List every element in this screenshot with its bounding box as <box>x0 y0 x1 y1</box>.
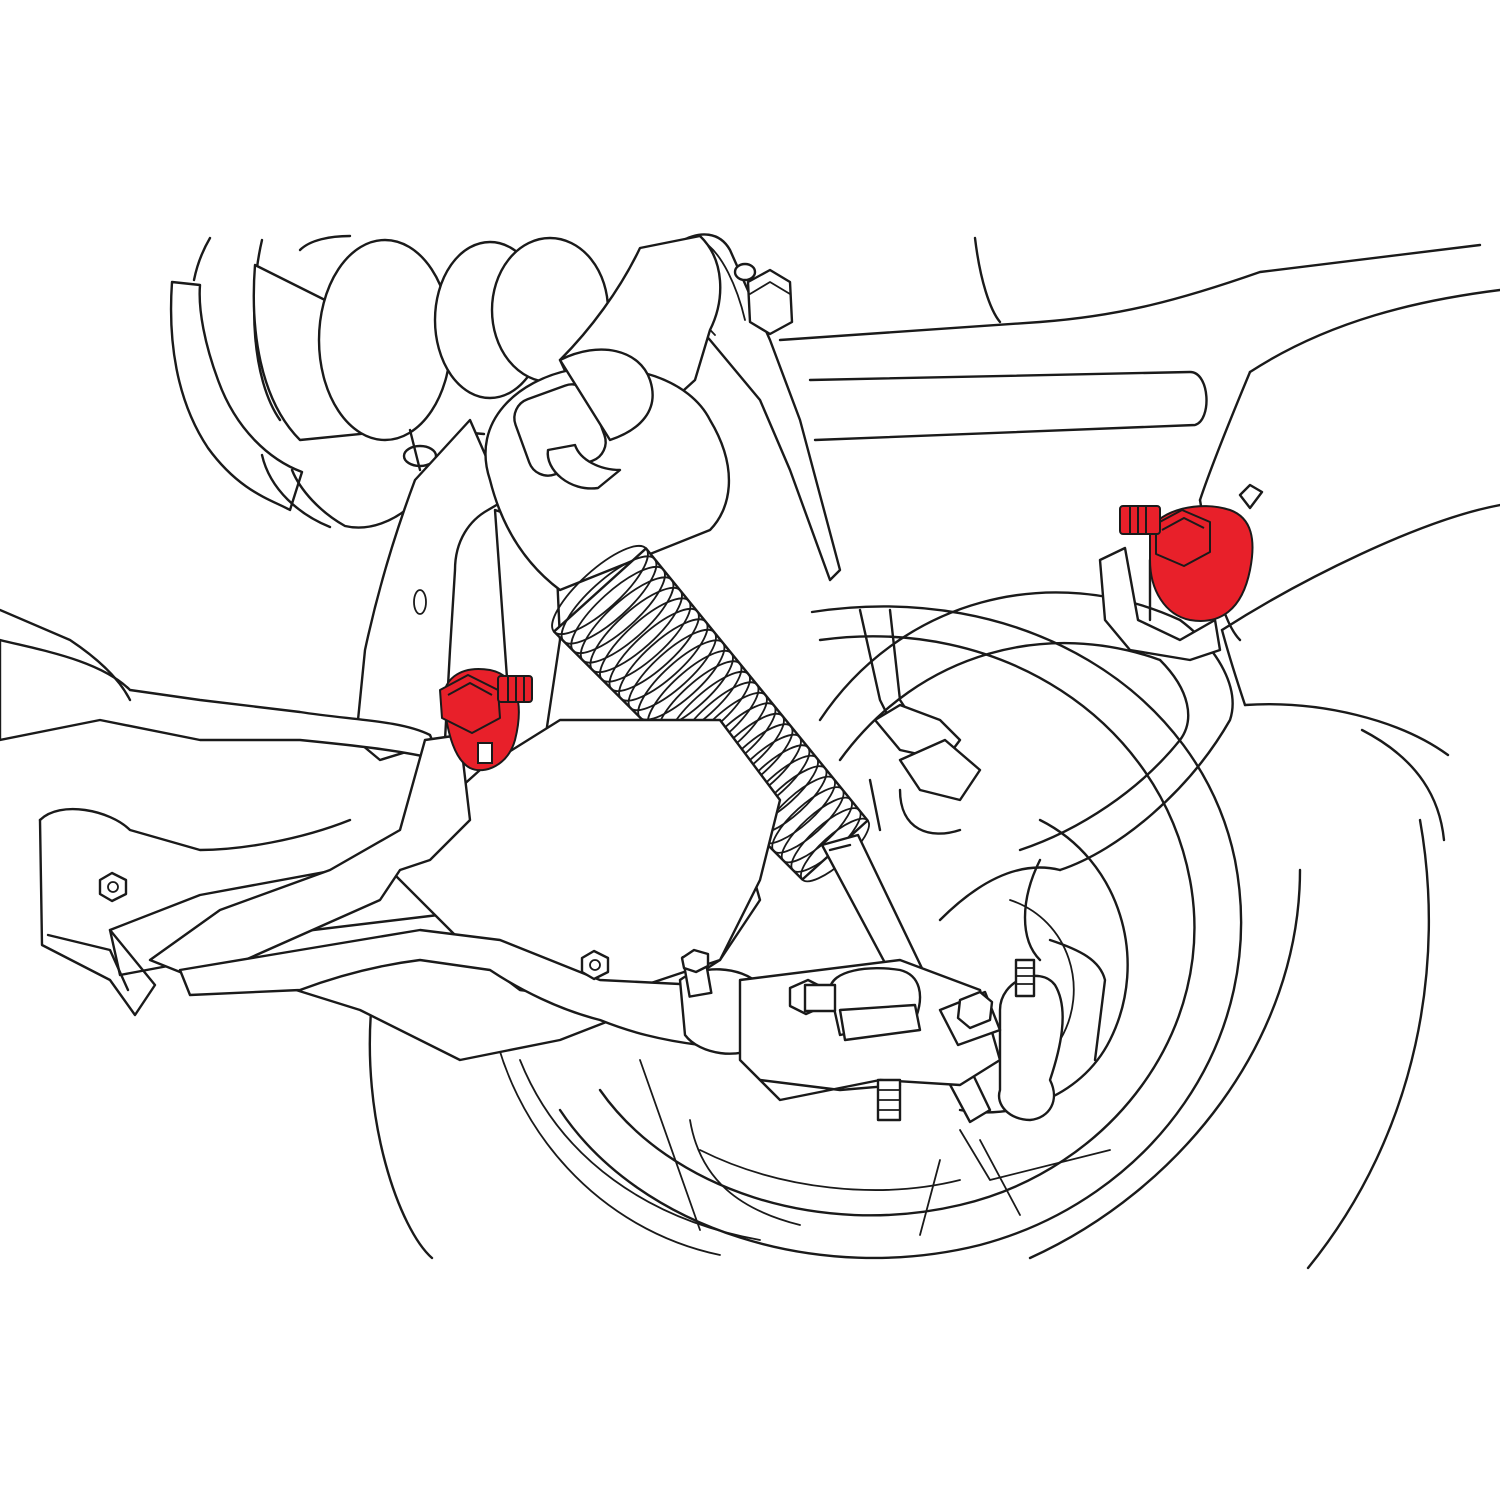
bellows-ring <box>560 555 658 645</box>
cam-bolt-icon <box>1119 483 1264 622</box>
bellows-ring <box>637 639 726 721</box>
steering-knuckle <box>738 958 1002 1122</box>
bellows-ring <box>608 607 700 693</box>
bellows-ring <box>771 786 845 854</box>
upper-body-structure <box>778 236 1500 757</box>
bellows-ring <box>599 597 692 683</box>
tie-rod-end <box>938 958 1064 1122</box>
bellows-ring <box>780 796 853 864</box>
bellows-ring <box>551 545 649 635</box>
bellows-ring <box>579 576 675 664</box>
bellows-ring <box>589 586 683 674</box>
sway-bar <box>0 608 472 982</box>
wheel-rim <box>489 605 1243 1260</box>
tire <box>368 728 1446 1270</box>
small-bolts <box>98 871 610 981</box>
brake-line-clip <box>858 608 982 835</box>
bellows-ring <box>627 628 717 712</box>
frame-bracket-right <box>1098 546 1222 662</box>
cam-bolt-icon <box>439 668 533 772</box>
bellows-ring <box>618 618 709 702</box>
engine-component <box>169 234 610 529</box>
bellows-ring <box>570 565 666 655</box>
